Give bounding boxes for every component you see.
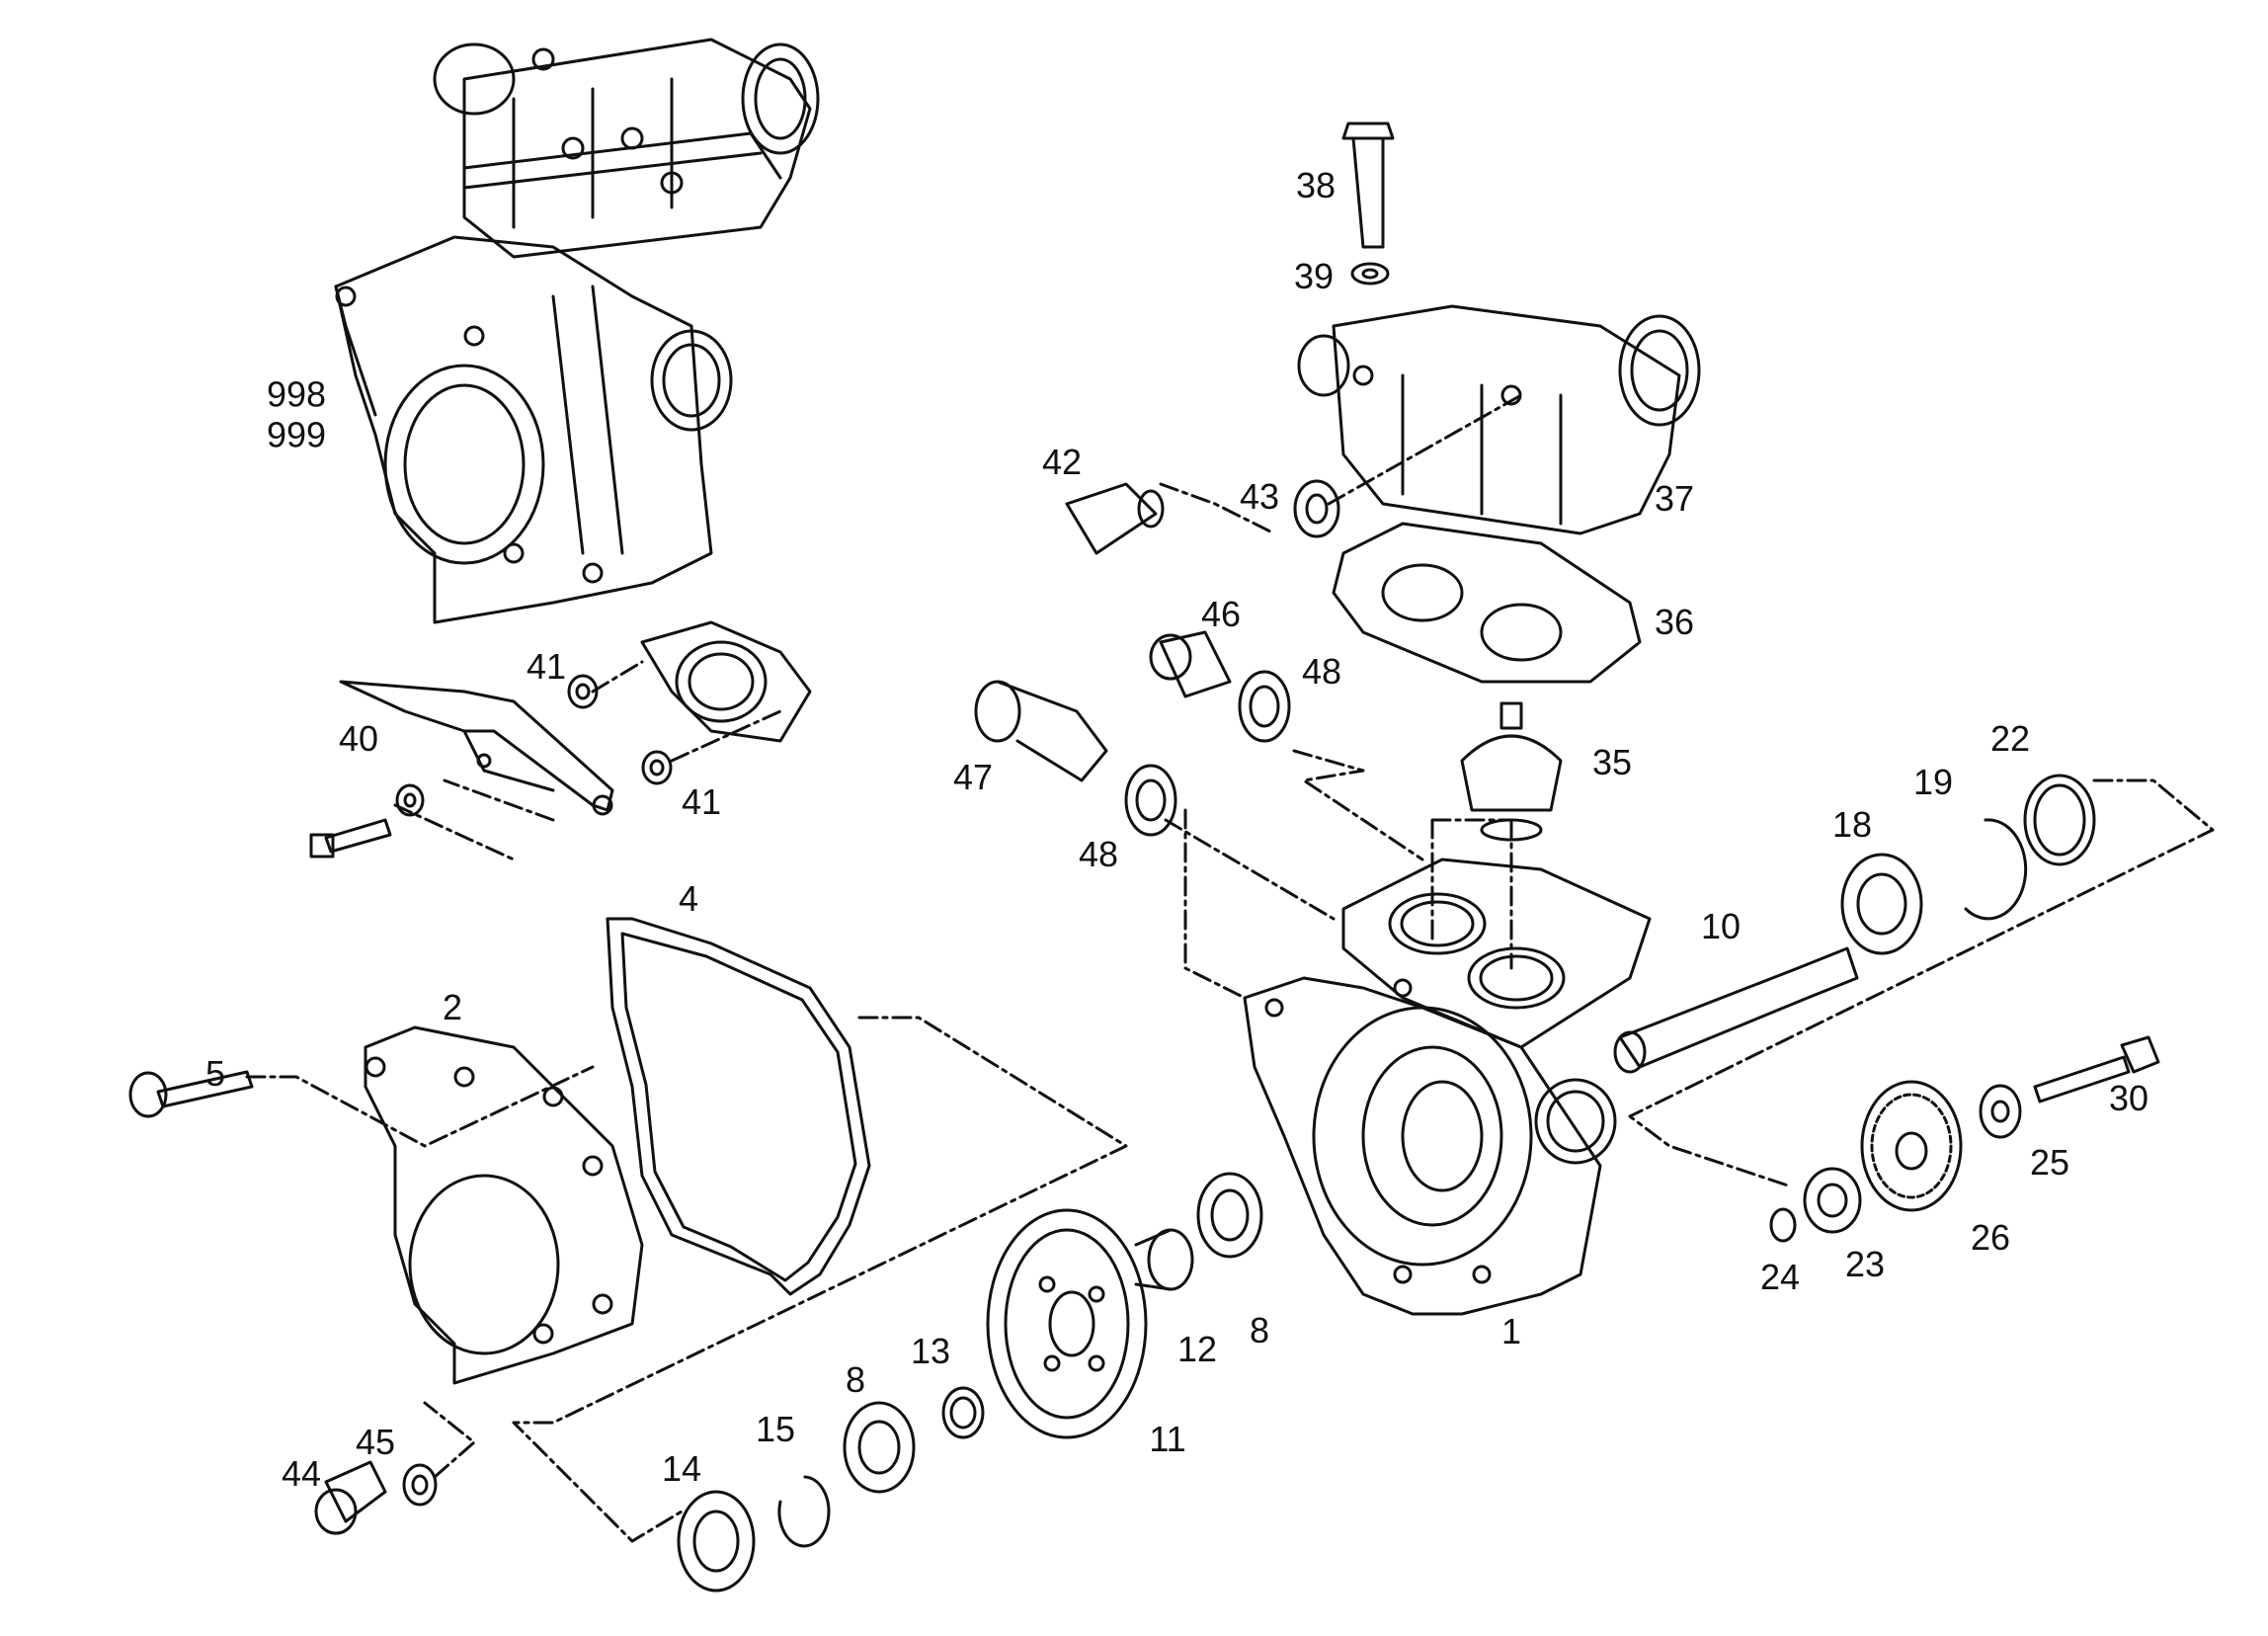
label-43: 43 — [1239, 476, 1280, 517]
label-26: 26 — [1970, 1217, 2011, 1258]
label-42: 42 — [1041, 442, 1083, 482]
label-19: 19 — [1912, 762, 1954, 802]
bearing-18 — [1840, 853, 1923, 955]
sensor-47 — [974, 680, 1108, 782]
shaft-10 — [1613, 946, 1859, 1074]
label-36: 36 — [1654, 602, 1695, 642]
housing-1 — [1243, 858, 1652, 1316]
label-46: 46 — [1200, 594, 1242, 634]
label-8-upper: 8 — [1249, 1310, 1270, 1350]
label-47: 47 — [952, 757, 994, 797]
bolt-30 — [2033, 1035, 2160, 1104]
gasket-36 — [1332, 522, 1642, 684]
label-41-lower: 41 — [681, 781, 722, 822]
label-48-upper: 48 — [1301, 651, 1342, 692]
gasket — [606, 917, 871, 1296]
bearing-14 — [677, 1490, 756, 1593]
label-39: 39 — [1293, 256, 1335, 296]
seal-8-upper — [1196, 1172, 1263, 1259]
label-5: 5 — [204, 1053, 226, 1094]
label-23: 23 — [1844, 1244, 1886, 1284]
label-10: 10 — [1700, 906, 1742, 946]
label-38: 38 — [1295, 165, 1336, 205]
leader-lines-center — [1164, 749, 1513, 1000]
model-label-group: 998 999 — [267, 374, 326, 456]
label-13: 13 — [910, 1331, 951, 1371]
seal-43 — [1293, 479, 1340, 538]
thermostat-35 — [1460, 701, 1563, 842]
label-4: 4 — [678, 878, 699, 919]
shaft-seal-12 — [1134, 1228, 1194, 1291]
ring-22 — [2023, 774, 2096, 866]
bracket-assembly — [309, 620, 812, 861]
seal-48-upper — [1238, 670, 1291, 743]
circlip-15 — [777, 1475, 831, 1548]
label-11: 11 — [1149, 1419, 1186, 1459]
cylinder-head-37 — [1297, 304, 1701, 535]
label-998: 998 — [266, 373, 327, 415]
label-45: 45 — [355, 1422, 396, 1462]
plug-44 — [314, 1401, 476, 1535]
gear-26 — [1860, 1080, 1963, 1212]
label-18: 18 — [1831, 804, 1873, 845]
label-41-upper: 41 — [526, 646, 567, 687]
circlip-19 — [1964, 818, 2028, 921]
bolt-5 — [128, 1070, 254, 1118]
bearing-23 — [1803, 1167, 1862, 1234]
label-14: 14 — [661, 1448, 702, 1489]
spring-13 — [941, 1386, 985, 1439]
washer-39 — [1350, 262, 1390, 286]
bolt-38 — [1341, 122, 1395, 249]
label-15: 15 — [755, 1409, 796, 1449]
label-25: 25 — [2029, 1142, 2070, 1183]
label-40: 40 — [338, 718, 379, 759]
sensor-42 — [1065, 482, 1165, 555]
leader-lines-head — [1159, 393, 1523, 535]
label-8-lower: 8 — [845, 1359, 866, 1400]
seal-8-lower — [843, 1401, 916, 1494]
label-1: 1 — [1500, 1311, 1522, 1351]
spacer-25 — [1979, 1084, 2022, 1139]
label-48-lower: 48 — [1078, 834, 1119, 874]
leader-lines-right — [1628, 778, 2215, 1187]
label-999: 999 — [266, 415, 327, 455]
pulley-11 — [986, 1208, 1148, 1439]
label-37: 37 — [1654, 478, 1695, 519]
assembled-compressor-unit — [334, 38, 820, 624]
label-22: 22 — [1989, 718, 2031, 759]
label-30: 30 — [2108, 1078, 2149, 1118]
seal-48-lower — [1124, 764, 1177, 837]
label-24: 24 — [1759, 1257, 1801, 1297]
leader-lines-left — [245, 1016, 1128, 1543]
side-cover — [364, 1025, 644, 1385]
label-2: 2 — [442, 987, 463, 1027]
ring-24 — [1769, 1207, 1797, 1243]
plug-46 — [1149, 630, 1232, 698]
label-44: 44 — [281, 1453, 322, 1494]
label-35: 35 — [1591, 742, 1633, 782]
label-12: 12 — [1176, 1329, 1218, 1369]
